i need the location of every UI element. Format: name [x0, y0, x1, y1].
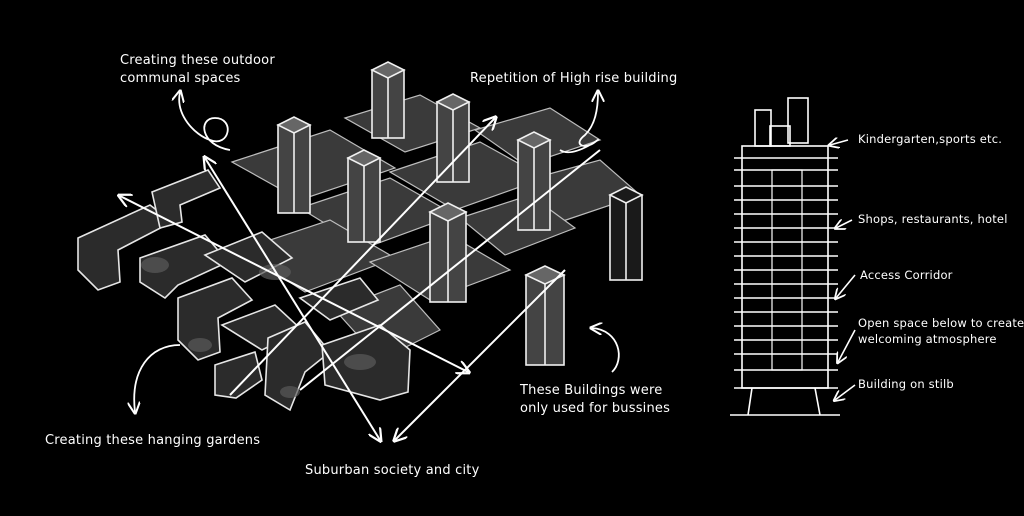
open-space-line-2: welcoming atmosphere	[858, 331, 997, 346]
business-label: These Buildings were only used for bussi…	[520, 382, 670, 417]
tower-5	[516, 131, 552, 231]
outdoor-spaces-line-2: communal spaces	[120, 70, 241, 86]
tower-elevation	[730, 97, 856, 416]
axis-lines	[120, 118, 601, 440]
suburban-label: Suburban society and city	[305, 463, 480, 478]
open-space-label: Open space below to create welcoming atm…	[858, 316, 1024, 347]
repetition-label: Repetition of High rise building	[470, 71, 678, 86]
outdoor-spaces-label: Creating these outdoor communal spaces	[120, 52, 275, 87]
outdoor-spaces-line-1: Creating these outdoor	[120, 53, 275, 68]
stilts-label: Building on stilb	[858, 377, 954, 391]
annotation-arrows	[134, 92, 620, 412]
tower-1	[370, 61, 406, 139]
tower-2	[435, 93, 471, 183]
tower-7	[608, 186, 644, 281]
tower-6	[428, 202, 468, 303]
tower-3	[276, 116, 312, 214]
business-line-2: only used for bussines	[520, 400, 671, 416]
tower-4	[346, 149, 382, 243]
kindergarten-label: Kindergarten,sports etc.	[858, 132, 1003, 146]
business-line-1: These Buildings were	[520, 383, 663, 398]
tower-8	[524, 265, 566, 366]
corridor-label: Access Corridor	[860, 268, 953, 282]
hanging-gardens-label: Creating these hanging gardens	[45, 433, 261, 448]
shops-label: Shops, restaurants, hotel	[858, 212, 1008, 226]
open-space-line-1: Open space below to create	[858, 316, 1024, 330]
